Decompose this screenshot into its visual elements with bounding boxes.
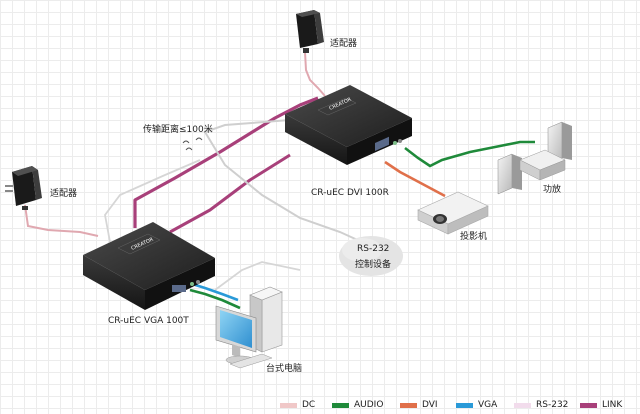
- pc-label: 台式电脑: [266, 364, 303, 374]
- legend-item-link: LINK: [580, 398, 622, 412]
- legend-label-rs232: RS-232: [536, 400, 569, 410]
- adapter-left-label: 适配器: [50, 189, 78, 199]
- legend-swatch-link: [580, 402, 597, 408]
- legend-label-dc: DC: [302, 400, 316, 410]
- rs232-label-line1: RS-232: [357, 244, 390, 254]
- link-cable-lower: [169, 153, 291, 234]
- legend-item-rs232: RS-232: [514, 398, 568, 412]
- audio-cable-in: [189, 288, 241, 310]
- legend-item-audio: AUDIO: [332, 398, 383, 412]
- transmitter-device: [83, 222, 215, 310]
- legend-swatch-audio: [332, 402, 349, 408]
- audio-cable-out: [404, 140, 535, 168]
- link-cable: [133, 96, 319, 228]
- legend-label-dvi: DVI: [422, 400, 438, 410]
- projector-icon: [417, 191, 489, 235]
- rs232-cable: [203, 119, 363, 243]
- legend-swatch-vga: [456, 402, 473, 408]
- legend-item-vga: VGA: [456, 398, 497, 412]
- dc-cable-top: [304, 51, 326, 97]
- dc-cable-left: [24, 204, 99, 237]
- receiver-model-label: CR-uEC DVI 100R: [311, 188, 389, 198]
- amplifier-icon: [497, 121, 572, 195]
- distance-label: 传输距离≤100米: [143, 125, 213, 135]
- desktop-pc-icon: [215, 286, 283, 369]
- rs232-cable-pc: [214, 261, 301, 291]
- legend-swatch-dc: [280, 402, 297, 408]
- rs232-label-line2: 控制设备: [355, 260, 392, 270]
- rs232-cable-tx: [104, 159, 201, 243]
- distance-break-mark: [182, 137, 203, 151]
- cable-legend: DC AUDIO DVI VGA RS-232 LINK: [268, 396, 640, 414]
- legend-swatch-rs232: [514, 402, 531, 408]
- legend-label-link: LINK: [602, 400, 623, 410]
- legend-label-audio: AUDIO: [354, 400, 384, 410]
- legend-label-vga: VGA: [478, 400, 498, 410]
- rs232-device-icon: [339, 236, 403, 276]
- power-adapter-left: [5, 166, 42, 210]
- transmitter-model-label: CR-uEC VGA 100T: [108, 316, 189, 326]
- receiver-device: [285, 85, 412, 165]
- adapter-top-label: 适配器: [330, 39, 358, 49]
- projector-label: 投影机: [460, 232, 488, 242]
- dvi-cable: [384, 160, 446, 198]
- legend-swatch-dvi: [400, 402, 417, 408]
- legend-item-dvi: DVI: [400, 398, 438, 412]
- amplifier-label: 功放: [543, 185, 562, 195]
- power-adapter-top: [296, 10, 324, 53]
- legend-item-dc: DC: [280, 398, 315, 412]
